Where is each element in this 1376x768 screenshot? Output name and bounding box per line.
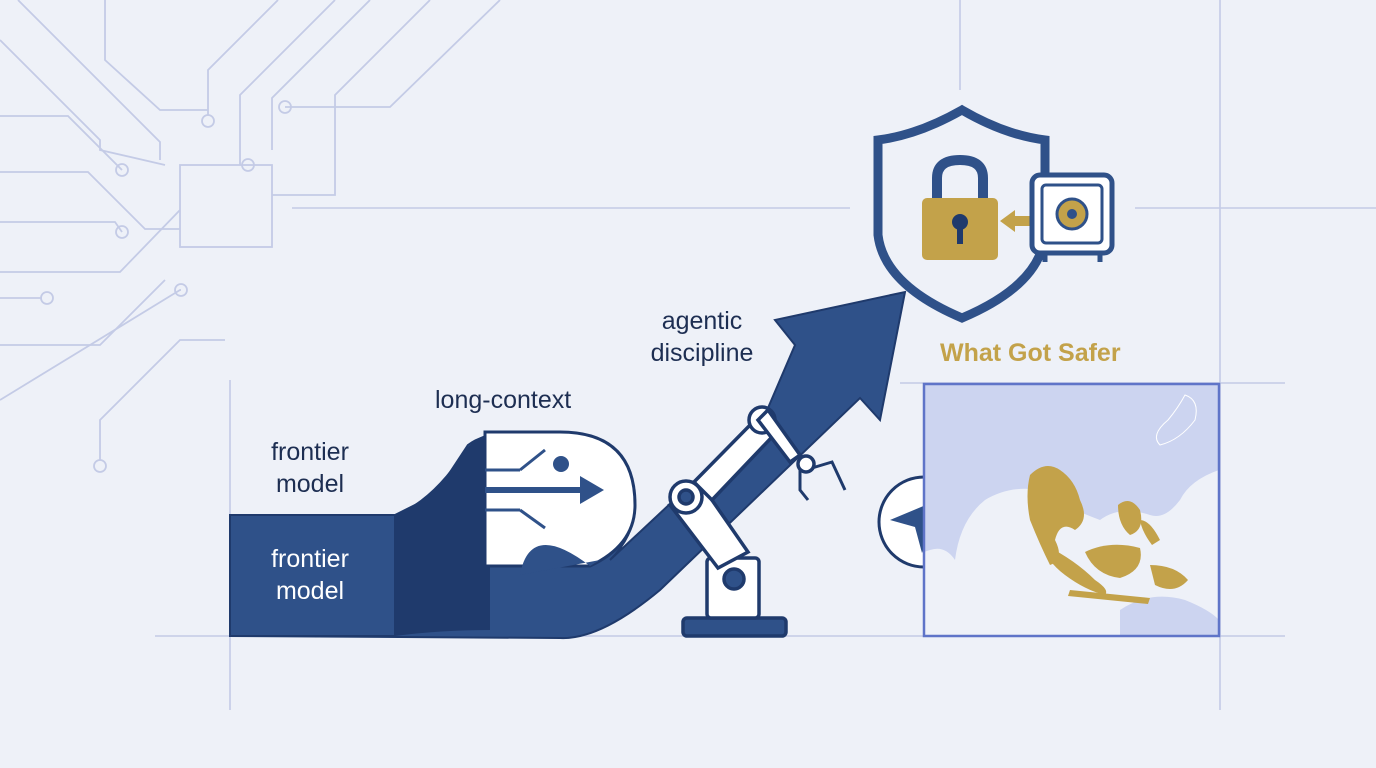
frontier-model-label-line1: frontier — [271, 438, 349, 466]
padlock-icon — [922, 154, 998, 260]
shield-icon — [873, 104, 1050, 323]
frontier-model-box-label-line1: frontier — [271, 545, 349, 573]
agentic-discipline-label-line1: agentic — [661, 307, 743, 335]
flow-arrow-icon — [229, 290, 907, 640]
map-icon — [922, 382, 1221, 638]
safe-icon — [1000, 172, 1115, 262]
frontier-model-label: frontier model — [250, 436, 370, 500]
map-frame — [922, 382, 1221, 638]
agentic-discipline-label-line2: discipline — [650, 339, 754, 367]
circuit-board-icon — [0, 0, 501, 473]
long-context-label: long-context — [435, 386, 572, 414]
frontier-model-box — [229, 514, 396, 637]
agentic-discipline-label: agentic discipline — [632, 305, 772, 369]
frontier-model-label-line2: model — [275, 470, 345, 498]
frontier-model-box-label: frontier model — [250, 543, 370, 607]
robot-arm-icon — [667, 405, 847, 638]
what-got-safer-title: What Got Safer — [940, 339, 1121, 367]
frontier-model-box-label-line2: model — [275, 577, 345, 605]
